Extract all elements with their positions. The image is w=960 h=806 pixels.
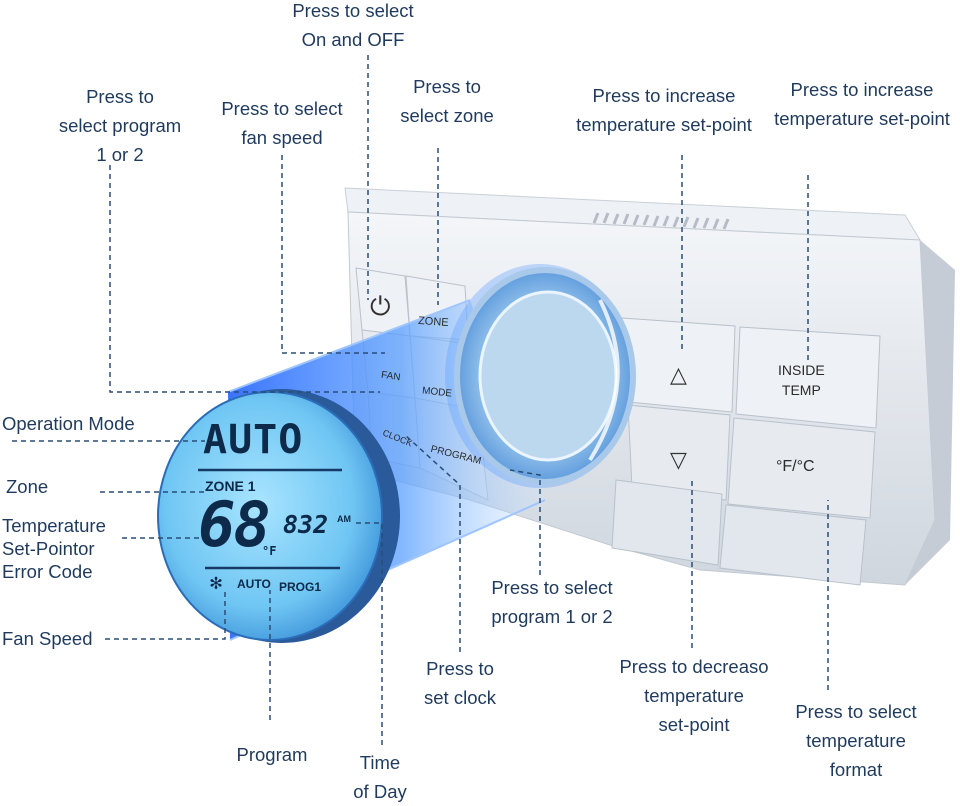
lcd-fan-speed: AUTO [237, 577, 271, 591]
callout-set-clock: Press to set clock [424, 658, 496, 708]
lcd-mode: AUTO [203, 417, 304, 463]
callout-fan-speed-button: Press to select fan speed [221, 98, 343, 148]
unit-toggle-button[interactable] [727, 417, 876, 519]
beam-edge-top [227, 299, 471, 393]
lcd-setpoint: 68 [198, 488, 271, 561]
lcd-time: 832 [283, 510, 329, 539]
vent-slots [592, 212, 730, 230]
dial-face [478, 290, 618, 462]
blank-button-right[interactable] [719, 504, 867, 586]
callout-power: Press to select On and OFF [292, 0, 414, 50]
lcd-unit: °F [262, 544, 277, 558]
fan-icon: ✻ [210, 570, 223, 594]
lcd-program: PROG1 [279, 580, 322, 594]
housing-side [905, 240, 955, 585]
leader-lines [12, 55, 829, 745]
power-icon: ⏻ [370, 291, 391, 321]
lcd-zone: ZONE 1 [205, 478, 256, 494]
triangle-down-icon: ▽ [670, 447, 687, 472]
down-button[interactable] [627, 404, 731, 501]
triangle-up-icon: △ [670, 362, 687, 387]
dial-highlight [588, 299, 620, 462]
callout-temp-format: Press to select temperature format [795, 701, 917, 780]
inside-temp-button[interactable] [735, 326, 881, 429]
callout-program-select-left: Press to select program 1 or 2 [58, 86, 182, 165]
callout-program: Program [236, 744, 308, 765]
callout-decrease: Press to decreaso temperature set-point [619, 656, 769, 735]
callout-temp-setpoint: Temperature Set-Pointor Error Code [2, 515, 106, 582]
unit-toggle-label: °F/°C [776, 458, 815, 475]
lcd-meridiem: AM [337, 514, 351, 524]
callout-zone-button: Press to select zone [400, 76, 494, 126]
callout-zone: Zone [6, 476, 49, 497]
callout-operation-mode: Operation Mode [2, 413, 135, 434]
callout-increase-1: Press to increase temperature set-point [576, 85, 752, 135]
zone-button-label: ZONE [417, 314, 449, 330]
callout-program-select-bottom: Press to select program 1 or 2 [491, 577, 613, 627]
callout-fan-speed: Fan Speed [2, 628, 93, 649]
blank-button-left[interactable] [611, 479, 723, 566]
callout-increase-2: Press to increase temperature set-point [774, 79, 950, 129]
callout-time-of-day: Time of Day [353, 752, 407, 802]
inside-temp-label: INSIDE TEMP [778, 362, 825, 398]
